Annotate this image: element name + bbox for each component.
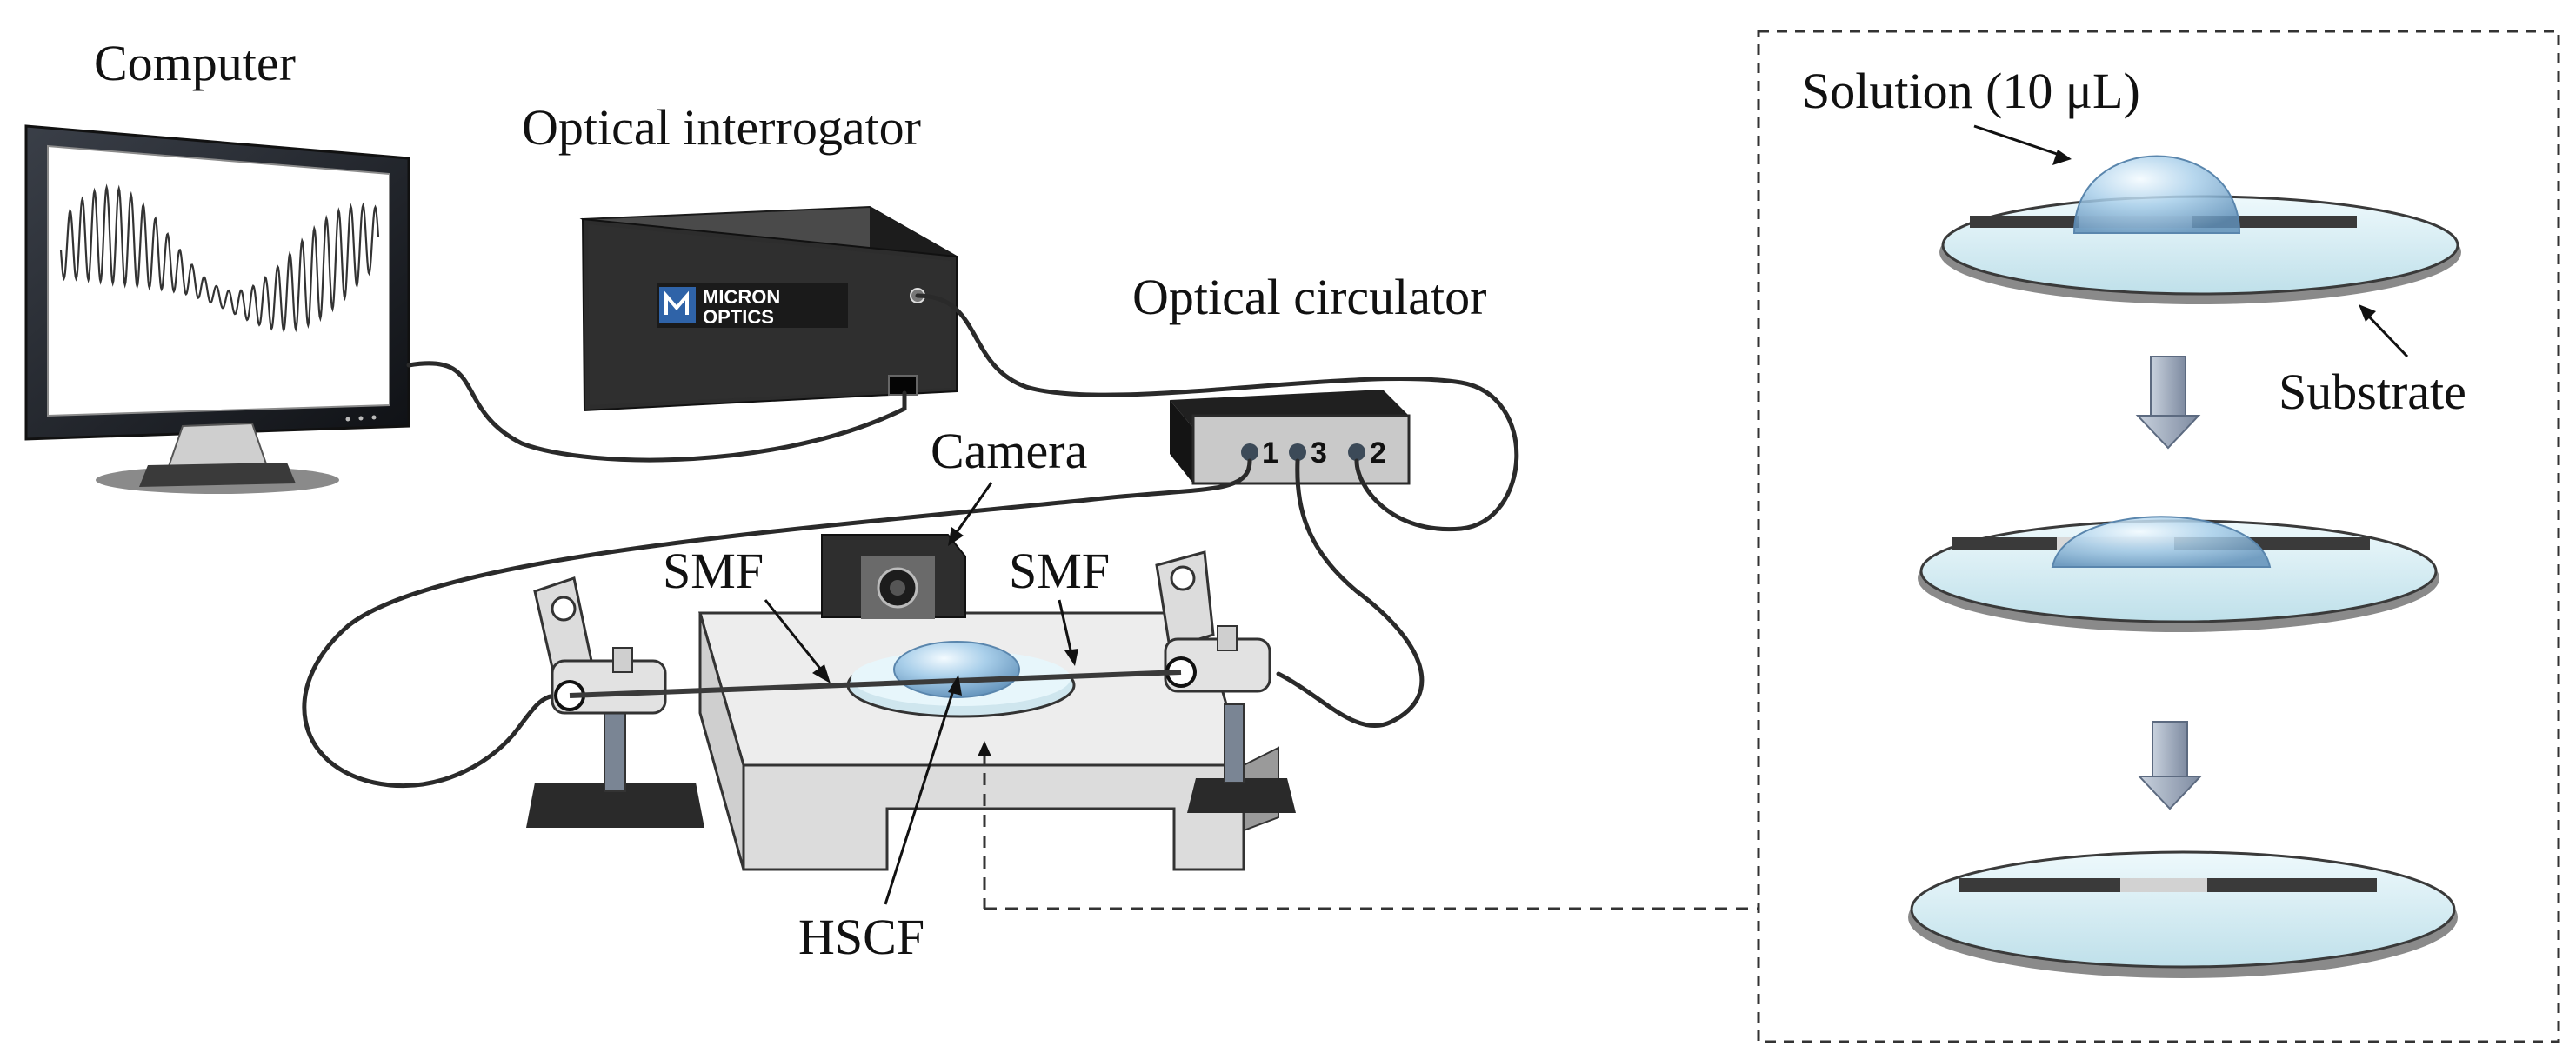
brand-line2: OPTICS [703,306,774,328]
port-3-connector [1289,443,1306,461]
smf-left-label: SMF [663,543,764,599]
substrate-step-1 [1939,155,2461,304]
solution-label: Solution (10 μL) [1802,63,2140,119]
camera-arrow [953,482,993,536]
smf-right-pointer [1058,599,1073,655]
circulator-label: Optical circulator [1132,269,1486,325]
droplet-large [2072,155,2241,234]
port-2-connector [1348,443,1365,461]
camera-device [821,534,966,619]
substrate-label: Substrate [2279,363,2466,420]
optical-interrogator-box: MICRON OPTICS [579,205,960,412]
substrate-step-3 [1908,850,2458,978]
computer-monitor [24,124,410,494]
substrate-step-2 [1918,516,2439,632]
hscf-label: HSCF [798,909,924,965]
camera-label: Camera [931,423,1087,479]
left-fiber-holder [526,576,704,828]
port-1-connector [1241,443,1258,461]
port-3-label: 3 [1311,437,1327,470]
hscf-pointer [884,684,957,905]
detail-panel [1757,30,2560,1043]
port-2-label: 2 [1370,437,1386,470]
computer-label: Computer [94,35,296,91]
process-arrow-2 [2137,721,2203,810]
droplet-medium [2051,516,2272,568]
brand-line1: MICRON [703,286,780,308]
signal-waveform [59,183,380,333]
solution-pointer [1973,124,2060,157]
smf-right-label: SMF [1009,543,1110,599]
optical-circulator-box: 1 3 2 [1170,390,1411,485]
interrogator-label: Optical interrogator [522,99,921,156]
test-fiber [569,670,1182,698]
substrate-pointer [2366,313,2409,358]
port-1-label: 1 [1262,437,1278,470]
right-fiber-holder [1155,550,1296,813]
smf-left-pointer [764,599,826,675]
fiber-cables [302,293,1519,789]
process-arrow-1 [2135,356,2201,450]
